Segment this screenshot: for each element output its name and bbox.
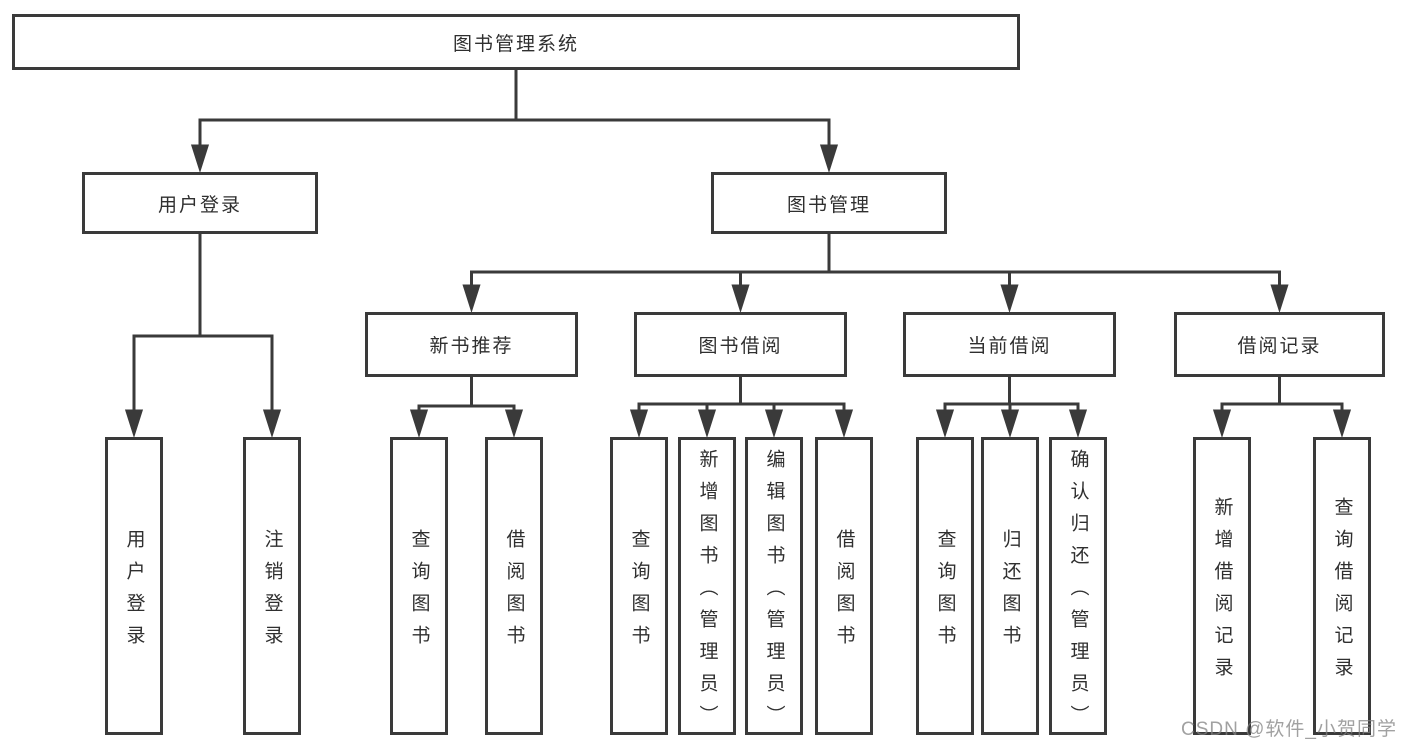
node-new-book-recommend: 新书推荐 — [365, 312, 578, 377]
node-label: 新增借阅记录 — [1211, 496, 1233, 689]
leaf-records-add-record: 新增借阅记录 — [1193, 437, 1251, 735]
node-label: 图书管理系统 — [452, 33, 579, 55]
node-label: 查询图书 — [628, 528, 650, 657]
leaf-borrow-borrow-books: 借阅图书 — [815, 437, 873, 735]
node-user-login: 用户登录 — [82, 172, 318, 234]
node-label: 查询图书 — [408, 528, 430, 657]
leaf-records-query-record: 查询借阅记录 — [1313, 437, 1371, 735]
node-label: 查询图书 — [934, 528, 956, 657]
leaf-borrow-add-books-admin: 新增图书（管理员） — [678, 437, 736, 737]
leaf-borrow-query-books: 查询图书 — [610, 437, 668, 735]
leaf-newrec-borrow-books: 借阅图书 — [485, 437, 543, 735]
leaf-current-query-books: 查询图书 — [916, 437, 974, 735]
node-root-library-system: 图书管理系统 — [12, 14, 1020, 70]
leaf-current-return-books: 归还图书 — [981, 437, 1039, 735]
node-label: 编辑图书（管理员） — [763, 448, 785, 737]
node-label: 注销登录 — [261, 528, 283, 657]
leaf-borrow-edit-books-admin: 编辑图书（管理员） — [745, 437, 803, 737]
node-label: 图书管理 — [786, 194, 871, 216]
node-label: 当前借阅 — [967, 336, 1052, 357]
node-label: 查询借阅记录 — [1331, 496, 1353, 689]
node-label: 图书借阅 — [698, 336, 783, 357]
node-label: 新书推荐 — [429, 336, 514, 357]
node-label: 用户登录 — [123, 528, 145, 657]
node-label: 用户登录 — [157, 194, 242, 216]
node-book-management: 图书管理 — [711, 172, 947, 234]
leaf-logout: 注销登录 — [243, 437, 301, 735]
node-label: 确认归还（管理员） — [1067, 448, 1089, 737]
leaf-newrec-query-books: 查询图书 — [390, 437, 448, 735]
node-label: 借阅图书 — [503, 528, 525, 657]
node-label: 借阅记录 — [1237, 336, 1322, 357]
node-label: 归还图书 — [999, 528, 1021, 657]
csdn-watermark: CSDN @软件_小贺同学 — [1181, 719, 1397, 740]
leaf-user-login: 用户登录 — [105, 437, 163, 735]
node-label: 新增图书（管理员） — [696, 448, 718, 737]
node-label: 借阅图书 — [833, 528, 855, 657]
node-borrowing-records: 借阅记录 — [1174, 312, 1385, 377]
leaf-current-confirm-return-admin: 确认归还（管理员） — [1049, 437, 1107, 737]
node-current-borrowing: 当前借阅 — [903, 312, 1116, 377]
node-book-borrowing: 图书借阅 — [634, 312, 847, 377]
